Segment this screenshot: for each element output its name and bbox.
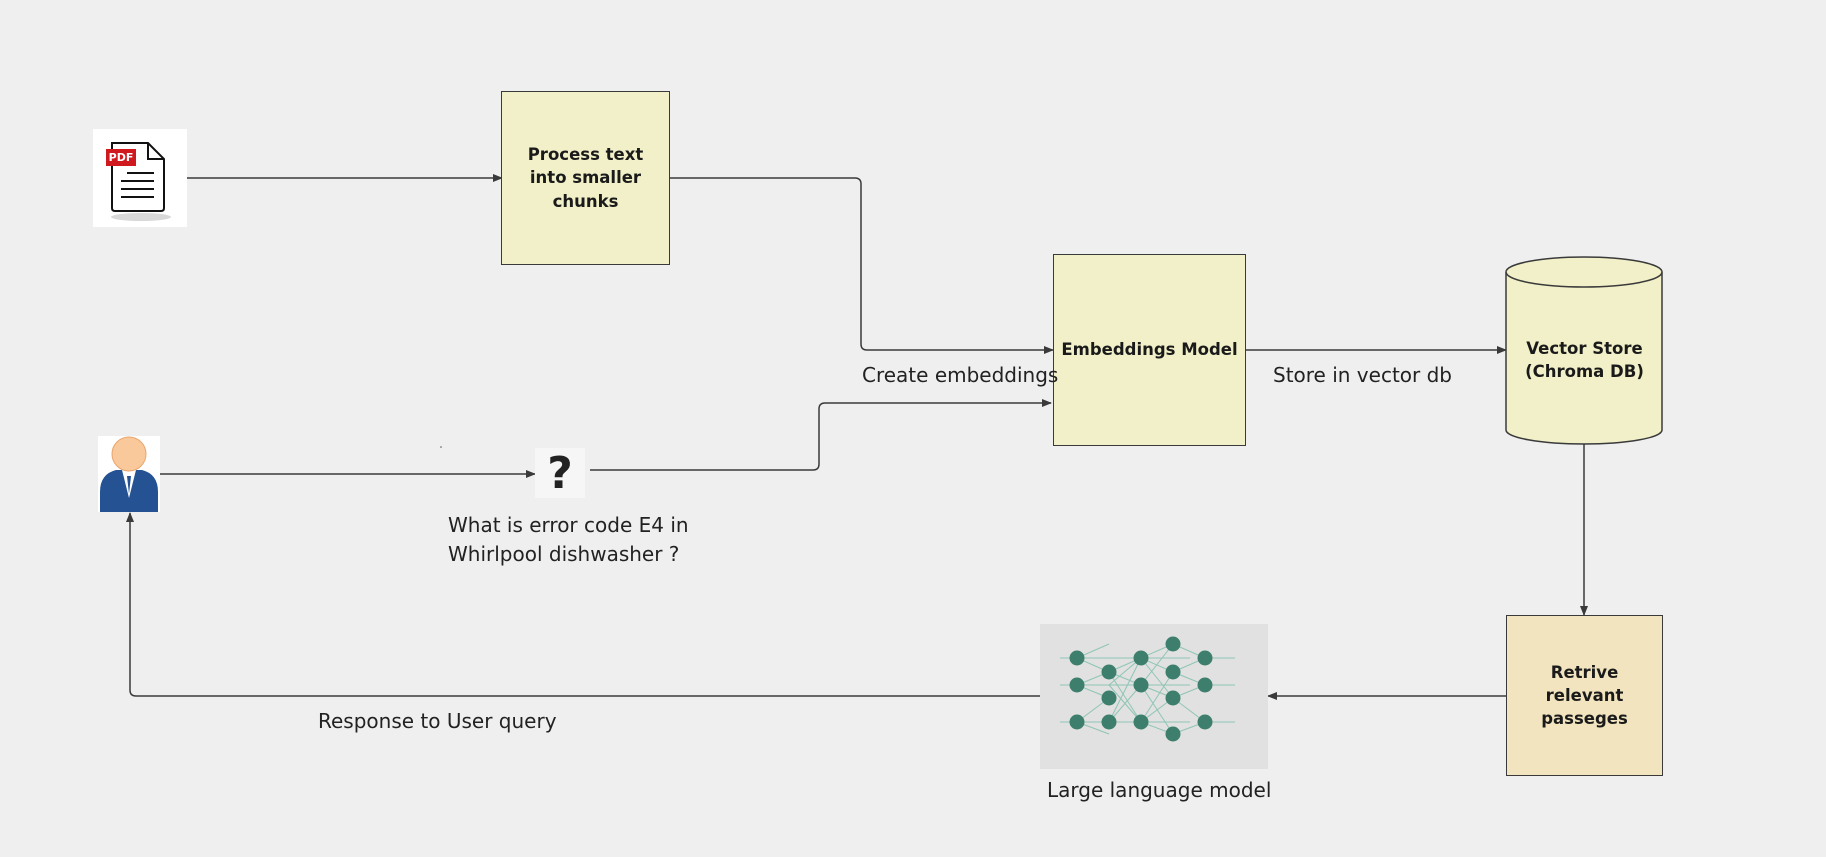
- stray-dot: [440, 446, 442, 448]
- response-label: Response to User query: [318, 709, 557, 733]
- edge-question-to-embeddings: [590, 399, 1052, 471]
- edge-llm-to-user: [126, 512, 1040, 697]
- pdf-document-node[interactable]: PDF: [93, 129, 187, 227]
- question-node[interactable]: ?: [535, 447, 585, 499]
- edge-chunking-to-embeddings: [669, 177, 1054, 354]
- user-avatar-icon: [100, 436, 158, 512]
- llm-node[interactable]: [1040, 624, 1268, 769]
- embeddings-model-node[interactable]: Embeddings Model: [1053, 254, 1246, 446]
- llm-label: Large language model: [1047, 778, 1272, 802]
- retrieve-passages-node[interactable]: Retrive relevant passeges: [1506, 615, 1663, 776]
- pdf-document-icon: [106, 142, 171, 221]
- query-text-line-2: Whirlpool dishwasher ?: [448, 542, 680, 566]
- neural-network-icon: [1060, 636, 1235, 742]
- chunking-node-label: Process text into smaller chunks: [527, 145, 644, 211]
- retrieve-passages-label: Retrive relevant passeges: [1541, 662, 1628, 729]
- vector-store-label-wrap: Vector Store (Chroma DB): [1506, 296, 1663, 424]
- create-embeddings-label: Create embeddings: [862, 363, 1059, 387]
- question-mark-icon: ?: [547, 447, 573, 499]
- vector-store-label: Vector Store (Chroma DB): [1525, 338, 1644, 381]
- query-text-line-1: What is error code E4 in: [448, 513, 689, 537]
- chunking-node[interactable]: Process text into smaller chunks: [501, 91, 670, 265]
- store-in-vector-db-label: Store in vector db: [1273, 363, 1452, 387]
- embeddings-model-label: Embeddings Model: [1061, 340, 1238, 360]
- user-node[interactable]: [98, 436, 160, 512]
- pdf-badge-text: PDF: [108, 151, 134, 164]
- vector-store-cylinder[interactable]: [1505, 256, 1663, 445]
